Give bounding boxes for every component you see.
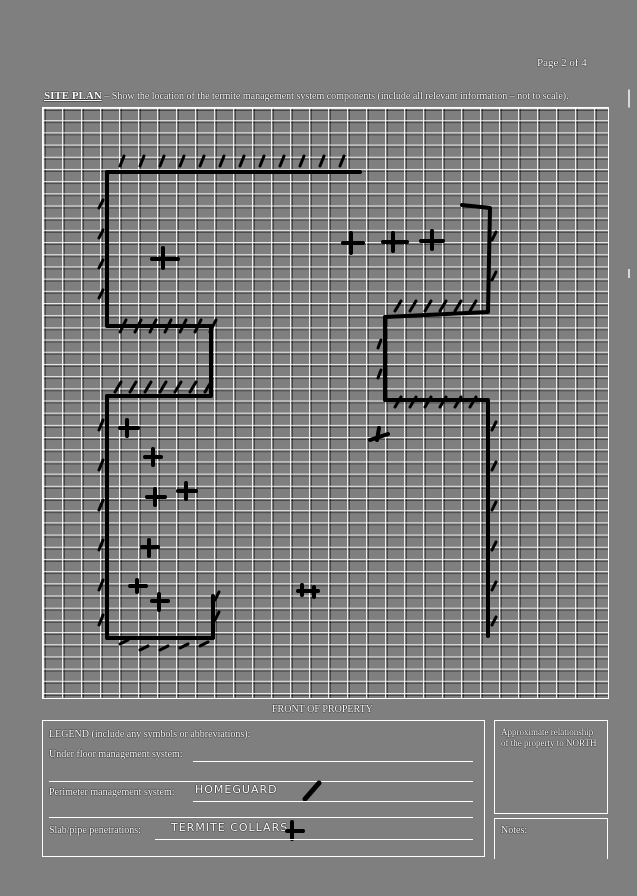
site-plan-header: SITE PLAN – Show the location of the ter… [44, 90, 569, 102]
page-number: Page 2 of 4 [537, 57, 587, 69]
legend-divider [49, 781, 473, 782]
notes-label: Notes: [501, 825, 528, 836]
legend-under-floor-label: Under floor management system: [49, 749, 183, 760]
legend-divider [49, 817, 473, 818]
north-orientation-box[interactable]: Approximate relationship of the property… [494, 720, 608, 814]
legend-perimeter-field-line [193, 801, 473, 802]
site-plan-grid [42, 107, 609, 699]
scan-edge [628, 0, 630, 896]
legend-under-floor-field[interactable] [193, 761, 473, 762]
legend-penetrations-label: Slab/pipe penetrations: [49, 825, 141, 836]
legend-section: LEGEND (include any symbols or abbreviat… [42, 720, 485, 857]
penetration-symbol-icon [285, 820, 305, 841]
legend-title: LEGEND (include any symbols or abbreviat… [49, 729, 251, 740]
notes-box[interactable]: Notes: [494, 818, 608, 859]
front-of-property-label: FRONT OF PROPERTY [272, 704, 373, 715]
north-box-label: Approximate relationship of the property… [501, 727, 597, 748]
legend-penetrations-value[interactable]: TERMITE COLLARS [171, 821, 289, 834]
legend-perimeter-label: Perimeter management system: [49, 787, 175, 798]
legend-perimeter-value[interactable]: HOMEGUARD [195, 783, 278, 796]
perimeter-symbol-icon [302, 780, 322, 802]
site-plan-title: SITE PLAN [44, 90, 102, 102]
legend-penetrations-field-line [155, 839, 473, 840]
site-plan-instructions: – Show the location of the termite manag… [101, 91, 569, 102]
